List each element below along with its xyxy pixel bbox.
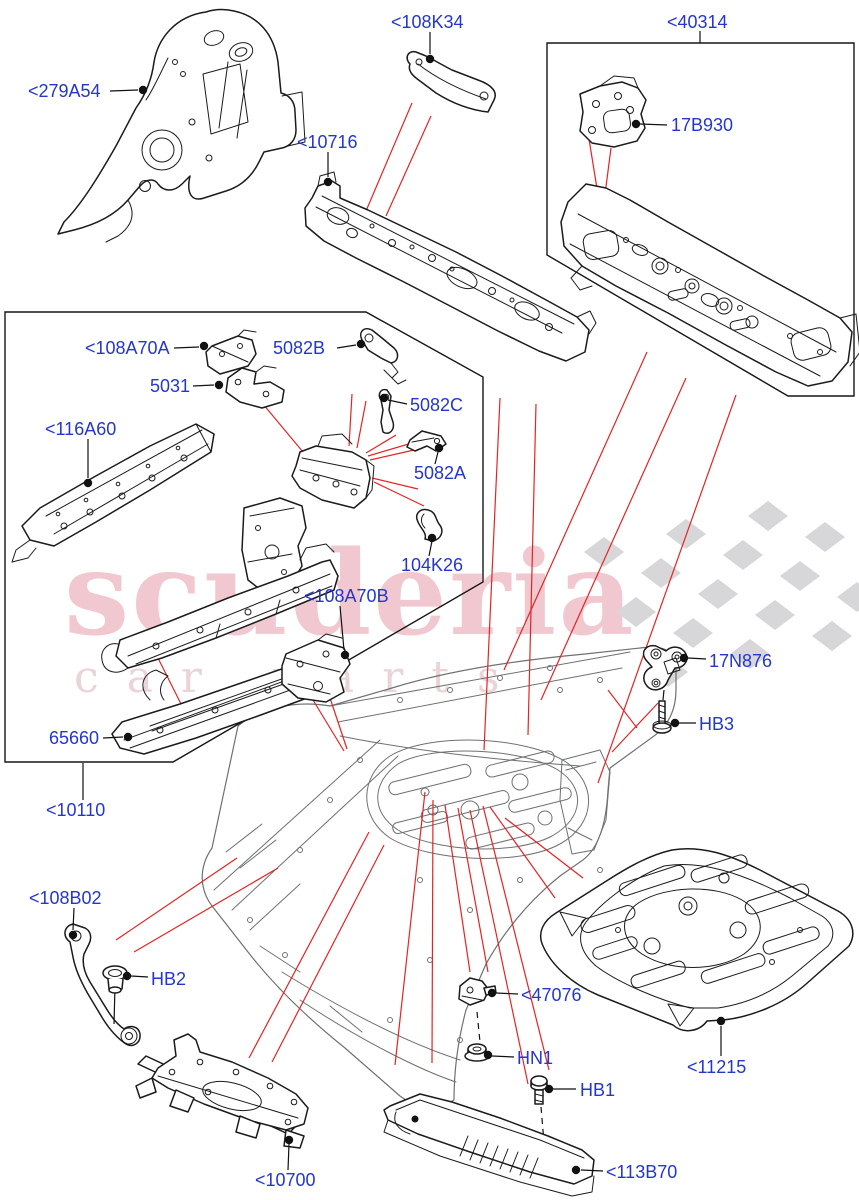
part-label-108K34[interactable]: <108K34 — [391, 12, 464, 32]
part-11215-floor-pan — [539, 847, 854, 1032]
part-label-113B70[interactable]: <113B70 — [606, 1162, 677, 1182]
part-label-HB3[interactable]: HB3 — [699, 714, 734, 734]
label-leaders — [68, 31, 726, 1175]
part-label-10110[interactable]: <10110 — [46, 800, 105, 820]
checkered-flag-watermark — [584, 501, 859, 687]
part-label-HN1[interactable]: HN1 — [517, 1048, 553, 1068]
part-116A60-side-member — [11, 423, 215, 563]
part-label-HB1[interactable]: HB1 — [580, 1080, 615, 1100]
part-label-108A70B[interactable]: <108A70B — [304, 586, 389, 606]
part-label-108B02[interactable]: <108B02 — [29, 888, 102, 908]
part-label-279A54[interactable]: <279A54 — [28, 81, 101, 101]
part-113B70-heat-shield — [383, 1093, 595, 1197]
part-label-5031[interactable]: 5031 — [150, 376, 190, 396]
group-box-10110 — [4, 311, 484, 763]
part-40314-back-panel — [560, 183, 859, 387]
group-box-40314 — [546, 42, 855, 397]
part-108A70A-bracket — [205, 329, 257, 375]
part-label-5082B[interactable]: 5082B — [273, 338, 325, 358]
part-5082B-bracket — [360, 328, 407, 385]
part-label-17N876[interactable]: 17N876 — [709, 651, 772, 671]
part-5031-bracket — [225, 365, 285, 409]
part-label-40314[interactable]: <40314 — [667, 12, 728, 32]
part-label-10716[interactable]: <10716 — [297, 132, 358, 152]
part-279A54-wheelhouse — [57, 8, 306, 243]
part-HB2-fastener — [102, 965, 128, 1025]
part-label-5082A[interactable]: 5082A — [414, 463, 466, 483]
part-label-11215[interactable]: <11215 — [687, 1057, 746, 1077]
part-10110-side-member-assembly — [101, 433, 375, 673]
part-108K34-bracket — [406, 50, 496, 113]
part-65660-side-member-rear — [111, 657, 327, 755]
part-label-5082C[interactable]: 5082C — [410, 395, 463, 415]
part-108A70B-bracket — [281, 633, 351, 703]
part-label-10700[interactable]: <10700 — [255, 1170, 316, 1190]
part-number-labels: <279A54 <108K34 <40314 17B930 <10716 <10… — [28, 12, 772, 1190]
part-17B930-bracket — [579, 75, 647, 148]
part-label-HB2[interactable]: HB2 — [151, 969, 186, 989]
assembly-reference-lines — [115, 102, 737, 1085]
part-label-104K26[interactable]: 104K26 — [401, 555, 463, 575]
part-label-65660[interactable]: 65660 — [49, 728, 99, 748]
part-HB3-bolt — [652, 689, 672, 734]
part-10716-back-panel — [304, 171, 597, 362]
part-label-17B930[interactable]: 17B930 — [671, 115, 733, 135]
part-label-108A70A[interactable]: <108A70A — [85, 338, 170, 358]
watermark: scuderia car parts — [64, 501, 859, 703]
part-label-116A60[interactable]: <116A60 — [45, 419, 116, 439]
part-HB1-bolt — [530, 1075, 548, 1155]
part-17N876-bracket — [642, 644, 688, 691]
part-10700-crossmember — [135, 1033, 309, 1149]
part-label-47076[interactable]: <47076 — [521, 985, 582, 1005]
floor-assembly-drawing — [201, 646, 677, 1107]
part-108B02-brace — [64, 923, 141, 1047]
